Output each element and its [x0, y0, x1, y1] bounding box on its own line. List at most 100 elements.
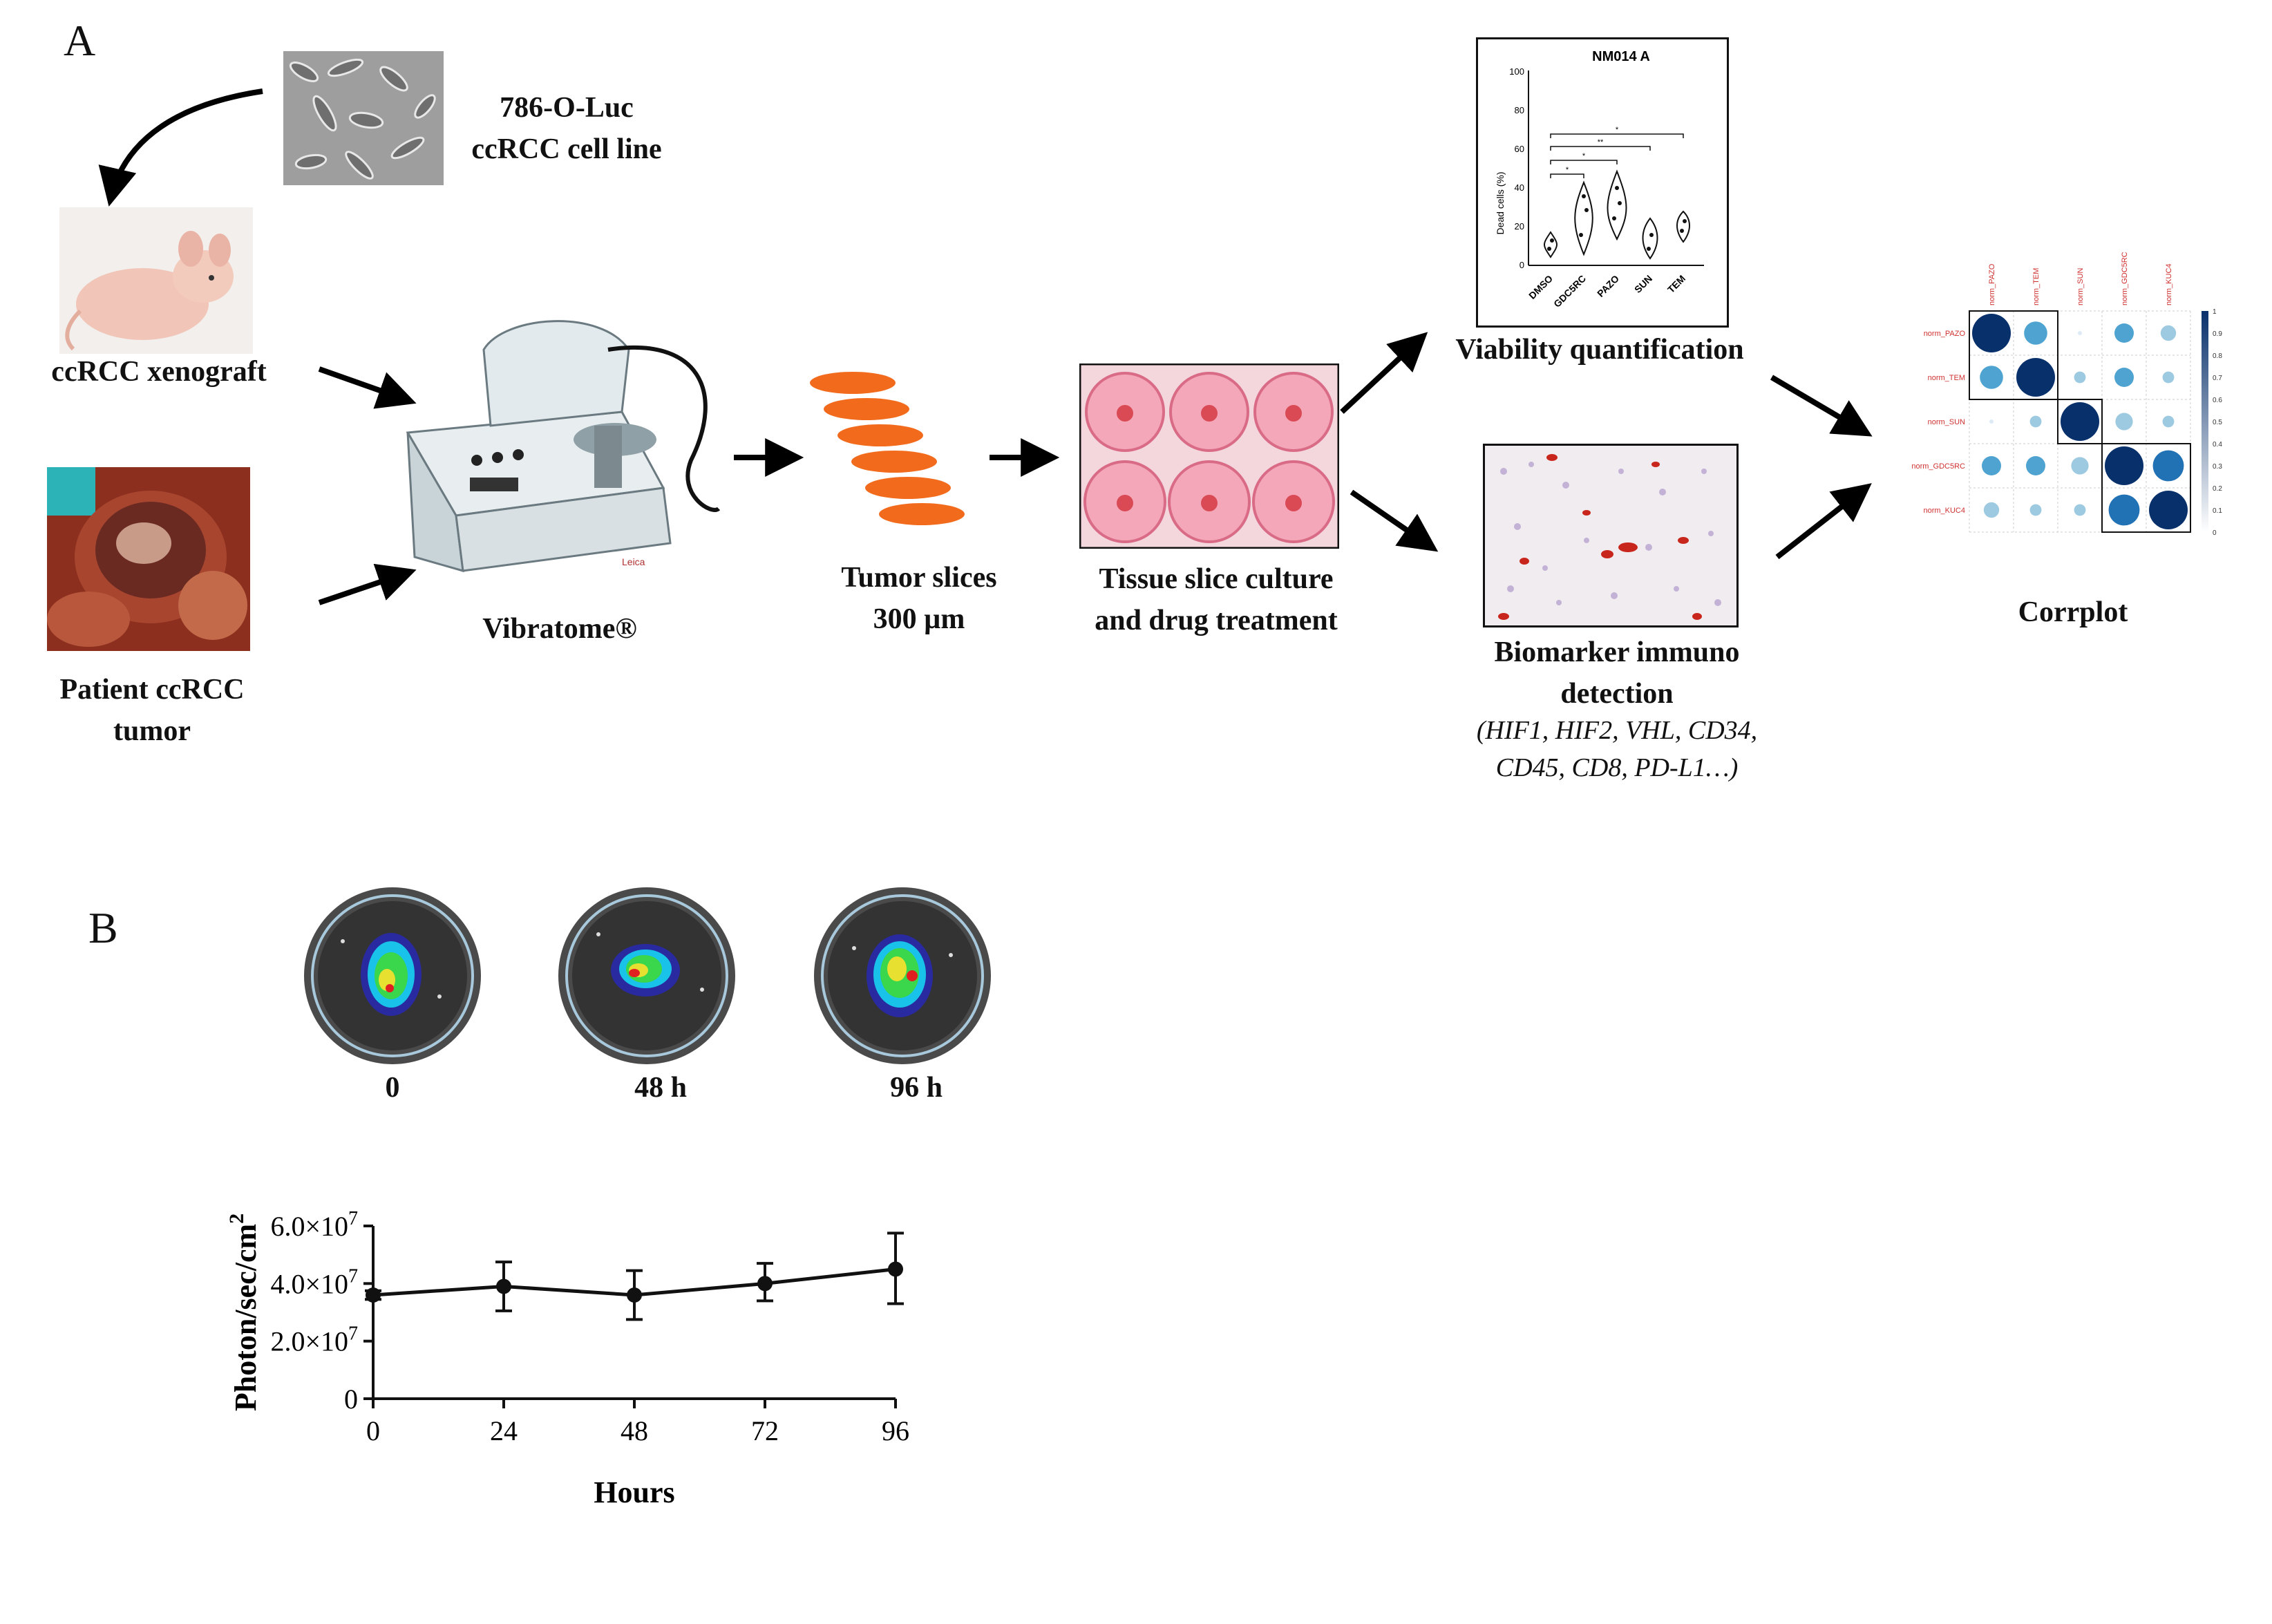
chart-x-axis-label: Hours [594, 1475, 674, 1509]
patient-tumor-photo [47, 467, 250, 651]
corr-col-label: norm_SUN [2076, 268, 2085, 305]
lum-image-48h [558, 887, 735, 1064]
corr-scale-label: 0.6 [2213, 397, 2222, 404]
cell-line-micrograph [283, 51, 444, 185]
biomarker-list: (HIF1, HIF2, VHL, CD34,CD45, CD8, PD-L1…… [1476, 716, 1758, 782]
viability-mini-chart: NM014 A Dead cells (%) 0 20 40 60 80 100… [1476, 37, 1729, 328]
corr-circle [2061, 402, 2099, 441]
chart-y-ticks: 0 2.0×107 4.0×107 6.0×107 [270, 1208, 373, 1415]
corr-circle [2016, 358, 2055, 397]
arrow-patient-to-vibratome [318, 563, 417, 605]
mouse-photo [59, 207, 253, 354]
data-point [757, 1276, 773, 1292]
corr-circle [2078, 331, 2082, 335]
corr-scale-label: 0.4 [2213, 441, 2222, 449]
mini-ytick: 80 [1515, 105, 1524, 115]
panel-b-letter: B [88, 903, 118, 952]
corr-circle [2162, 371, 2175, 384]
corr-circle [2029, 504, 2042, 516]
mini-ytick: 0 [1520, 260, 1524, 270]
tumor-slices-illustration [810, 372, 965, 525]
mini-ytick: 20 [1515, 221, 1524, 232]
mini-sig: * [1582, 152, 1586, 160]
corr-circle [2026, 456, 2045, 475]
xenograft-label: ccRCC xenograft [51, 356, 267, 388]
corr-scale-label: 0.1 [2213, 507, 2222, 515]
x-tick-label: 48 [621, 1415, 648, 1446]
corr-circle [2152, 450, 2184, 482]
lum-label-96: 96 h [890, 1072, 943, 1104]
mini-ytick: 100 [1509, 66, 1524, 77]
corr-circle [2105, 446, 2143, 485]
mini-chart-title: NM014 A [1592, 49, 1650, 64]
corrplot-color-scale: 10.90.80.70.60.50.40.30.20.10 [2202, 308, 2222, 537]
mini-ytick: 40 [1515, 182, 1524, 193]
data-point [496, 1278, 511, 1294]
corr-row-label: norm_GDC5RC [1911, 462, 1965, 471]
arrow-culture-to-biomarker [1350, 489, 1439, 552]
corr-circle [1982, 456, 2001, 475]
y-tick-label: 6.0×107 [270, 1208, 358, 1242]
corr-circle [2074, 371, 2086, 384]
corr-circle [2149, 491, 2188, 529]
corr-row-label: norm_TEM [1928, 374, 1965, 382]
mini-sig: ** [1598, 138, 1604, 147]
y-tick-label: 4.0×107 [270, 1265, 358, 1299]
x-tick-label: 72 [751, 1415, 779, 1446]
corr-circle [2114, 323, 2134, 343]
viability-label: Viability quantification [1455, 334, 1744, 366]
data-point [627, 1287, 642, 1303]
corr-circle [2160, 325, 2177, 341]
chart-points [366, 1261, 903, 1303]
corr-circle [1972, 314, 2011, 352]
corr-circle [2108, 494, 2140, 526]
corr-scale-label: 0.7 [2213, 375, 2222, 382]
corr-circle [2074, 504, 2086, 516]
arrow-cells-to-mouse [98, 88, 263, 207]
vibratome-illustration: Leica [406, 320, 721, 573]
y-tick-label: 0 [344, 1384, 358, 1415]
corr-circle [2024, 321, 2047, 345]
data-point [366, 1287, 381, 1303]
corrplot-grid: norm_PAZOnorm_PAZOnorm_TEMnorm_TEMnorm_S… [1911, 252, 2191, 533]
arrow-viability-to-corrplot [1770, 375, 1873, 437]
data-point [888, 1261, 903, 1277]
panel-a-letter: A [64, 16, 96, 65]
corr-col-label: norm_PAZO [1988, 263, 1996, 305]
lum-label-0: 0 [385, 1072, 400, 1104]
culture-plate-photo [1079, 363, 1339, 549]
corr-circle [2115, 413, 2133, 431]
corr-col-label: norm_TEM [2032, 268, 2041, 305]
corrplot-label: Corrplot [2018, 596, 2128, 628]
x-tick-label: 96 [882, 1415, 909, 1446]
lum-image-96h [814, 887, 991, 1064]
corr-circle [1980, 366, 2003, 389]
corr-circle [2114, 368, 2134, 387]
mini-ytick: 60 [1515, 144, 1524, 154]
corr-scale-label: 1 [2213, 308, 2217, 316]
corr-col-label: norm_GDC5RC [2121, 252, 2129, 305]
corr-scale-label: 0.3 [2213, 463, 2222, 471]
corr-circle [1989, 419, 1994, 424]
corr-col-label: norm_KUC4 [2165, 263, 2173, 305]
lum-label-48: 48 h [634, 1072, 687, 1104]
corr-scale-label: 0.8 [2213, 352, 2222, 360]
arrow-biomarker-to-corrplot [1775, 483, 1872, 560]
x-tick-label: 0 [366, 1415, 380, 1446]
y-tick-label: 2.0×107 [270, 1323, 358, 1357]
corr-circle [2029, 415, 2042, 428]
vibratome-label: Vibratome® [482, 613, 637, 645]
lum-image-0h [304, 887, 481, 1064]
corr-circle [2071, 457, 2089, 475]
corr-row-label: norm_SUN [1928, 418, 1965, 426]
luminescence-images [304, 887, 991, 1064]
mini-sig: * [1616, 126, 1619, 134]
corr-scale-label: 0 [2213, 529, 2217, 537]
